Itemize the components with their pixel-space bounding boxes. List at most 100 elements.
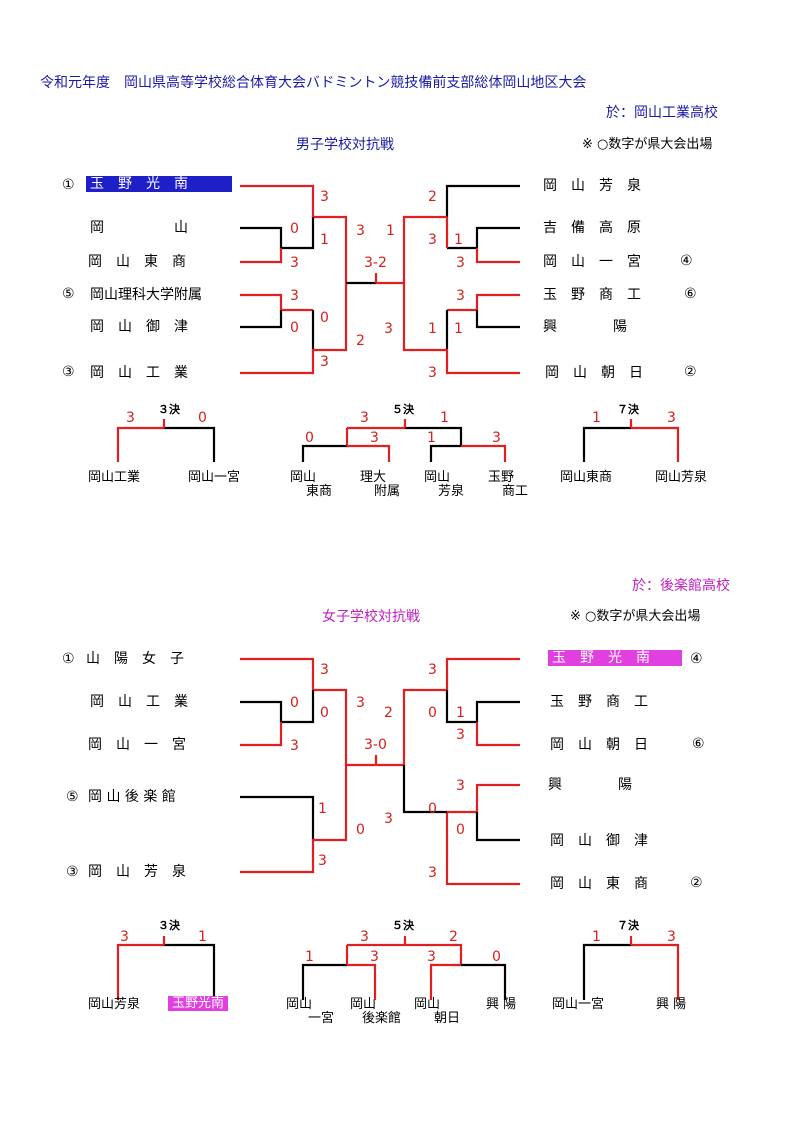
team-name: 岡山一宮: [552, 997, 605, 1012]
score: 3: [456, 288, 465, 304]
score: 0: [492, 949, 501, 965]
score: 0: [320, 310, 329, 326]
score: 1: [454, 232, 463, 248]
team-seed: ②: [690, 875, 703, 891]
team-name: 岡山: [286, 997, 313, 1012]
score: 3: [290, 255, 299, 271]
team-name: 岡 山 芳 泉: [88, 864, 186, 880]
team-name: 岡 山 工 業: [90, 365, 188, 381]
score: 3: [360, 410, 369, 426]
team-name: 岡 山 東 商: [550, 876, 648, 892]
venue-girls: 於：後楽館高校: [632, 578, 730, 594]
score: 1: [456, 705, 465, 721]
score: 1: [386, 223, 395, 239]
team-seed: ⑤: [66, 789, 79, 805]
team-name: 玉野光南: [168, 996, 229, 1011]
score: 3: [428, 232, 437, 248]
venue-boys: 於：岡山工業高校: [606, 105, 718, 121]
team-name: 山 陽 女 子: [86, 651, 184, 667]
score: 0: [456, 822, 465, 838]
team-name: 岡山: [414, 997, 441, 1012]
score: 1: [318, 801, 327, 817]
team-seed: ③: [62, 364, 75, 380]
team-seed: ⑤: [62, 286, 75, 302]
score: 3: [320, 354, 329, 370]
score: 3: [428, 365, 437, 381]
team-name: 岡 山 朝 日: [550, 737, 648, 753]
final-score: 3-0: [364, 737, 387, 753]
score: 3: [384, 811, 393, 827]
score: 0: [290, 695, 299, 711]
score: 3: [492, 430, 501, 446]
score: 3: [320, 189, 329, 205]
team-seed: ⑥: [684, 286, 697, 302]
team-name: 岡 山 工 業: [90, 694, 188, 710]
score: 1: [320, 232, 329, 248]
score: 3: [360, 929, 369, 945]
third-place-label: ３決: [158, 919, 180, 932]
team-name: 東商: [306, 484, 333, 499]
score: 2: [356, 333, 365, 349]
score: 2: [384, 705, 393, 721]
team-name: 朝日: [434, 1011, 461, 1026]
score: 1: [592, 410, 601, 426]
team-name: 商工: [502, 484, 529, 499]
score: 3: [126, 410, 135, 426]
team-name: 一宮: [308, 1011, 335, 1026]
team-name: 岡山: [424, 470, 451, 485]
team-seed: ④: [690, 651, 703, 667]
score: 1: [440, 410, 449, 426]
team-name: 興 陽: [656, 997, 687, 1012]
score: 3: [428, 662, 437, 678]
team-name: 岡 山 朝 日: [545, 365, 643, 381]
score: 3: [456, 255, 465, 271]
score: 3: [667, 929, 676, 945]
score: 3: [290, 288, 299, 304]
team-name: 岡山工業: [88, 470, 141, 485]
team-seed: ①: [62, 651, 75, 667]
score: 3: [428, 865, 437, 881]
girls-heading: 女子学校対抗戦: [322, 609, 420, 625]
score: 0: [305, 430, 314, 446]
score: 0: [198, 410, 207, 426]
seventh-place-label: ７決: [617, 403, 639, 416]
team-seed: ②: [684, 364, 697, 380]
team-name: 玉 野 商 工: [550, 694, 648, 710]
score: 1: [592, 929, 601, 945]
score: 3: [456, 727, 465, 743]
score: 3: [384, 321, 393, 337]
score: 1: [427, 430, 436, 446]
score: 3: [356, 695, 365, 711]
team-name: 芳泉: [438, 484, 465, 499]
team-name: 興 陽: [543, 319, 627, 335]
team-seed: ⑥: [692, 736, 705, 752]
score: 1: [454, 321, 463, 337]
team-name: 玉野: [488, 470, 515, 485]
team-name: 岡山東商: [560, 470, 613, 485]
team-name: 岡 山 御 津: [90, 319, 188, 335]
team-seed: ④: [680, 253, 693, 269]
team-seed: ①: [62, 177, 75, 193]
score: 3: [290, 738, 299, 754]
team-name: 岡山理科大学附属: [90, 287, 202, 303]
score: 0: [290, 320, 299, 336]
score: 3: [427, 949, 436, 965]
boys-heading: 男子学校対抗戦: [296, 137, 394, 153]
score: 0: [428, 801, 437, 817]
third-place-label: ３決: [158, 403, 180, 416]
fifth-place-label: ５決: [392, 403, 414, 416]
fifth-place-label: ５決: [392, 919, 414, 932]
score: 0: [356, 822, 365, 838]
team-seed: ③: [66, 864, 79, 880]
team-name: 岡 山 芳 泉: [543, 178, 641, 194]
page-title: 令和元年度 岡山県高等学校総合体育大会バドミントン競技備前支部総体岡山地区大会: [40, 75, 587, 91]
score: 3: [370, 430, 379, 446]
team-name: 玉 野 商 工: [543, 287, 641, 303]
team-name: 玉 野 光 南: [548, 650, 682, 666]
team-name: 吉 備 高 原: [543, 220, 641, 236]
seventh-place-label: ７決: [617, 919, 639, 932]
team-name: 岡山: [350, 997, 377, 1012]
team-name: 岡山: [290, 470, 317, 485]
team-name: 岡 山 御 津: [550, 833, 648, 849]
